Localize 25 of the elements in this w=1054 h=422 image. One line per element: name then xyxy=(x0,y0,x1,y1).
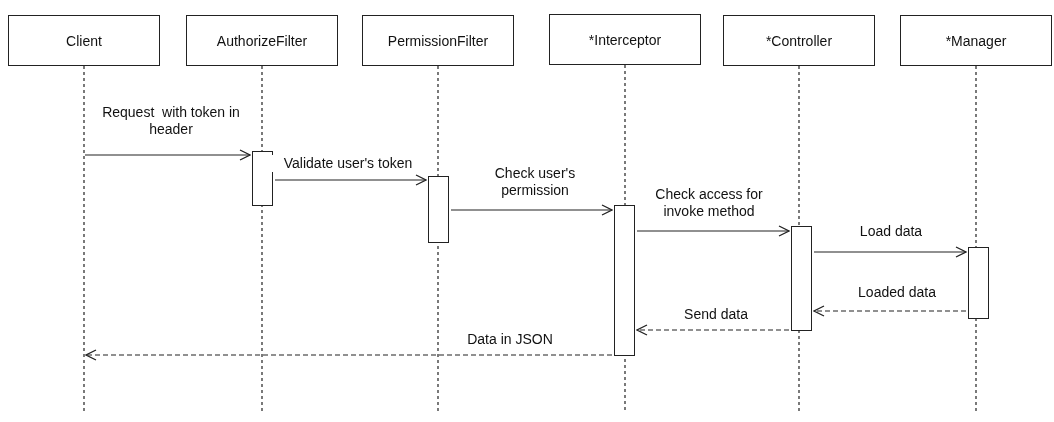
participant-box xyxy=(186,15,338,66)
activation-bar xyxy=(614,205,635,356)
message-arrow xyxy=(450,204,613,216)
message-arrow xyxy=(636,225,790,237)
participant-box xyxy=(549,14,701,65)
participant-name: Client xyxy=(66,32,102,49)
activation-bar xyxy=(968,247,989,319)
activation-bar xyxy=(428,176,449,243)
participant-name: *Interceptor xyxy=(588,31,662,48)
participant-name: *Manager xyxy=(945,32,1007,49)
activation-bar xyxy=(791,226,812,331)
participant-box xyxy=(900,15,1052,66)
message-arrow xyxy=(274,174,427,186)
participant-name: *Controller xyxy=(765,32,833,49)
participant-box xyxy=(8,15,160,66)
participant-box xyxy=(723,15,875,66)
participant-name: PermissionFilter xyxy=(387,32,489,49)
participant-box xyxy=(362,15,514,66)
activation-bar xyxy=(252,151,273,206)
message-arrow xyxy=(813,305,967,317)
participant-name: AuthorizeFilter xyxy=(216,32,308,49)
message-arrow xyxy=(85,349,613,361)
message-arrow xyxy=(636,324,790,336)
message-arrow xyxy=(813,246,967,258)
message-arrow xyxy=(84,149,251,161)
